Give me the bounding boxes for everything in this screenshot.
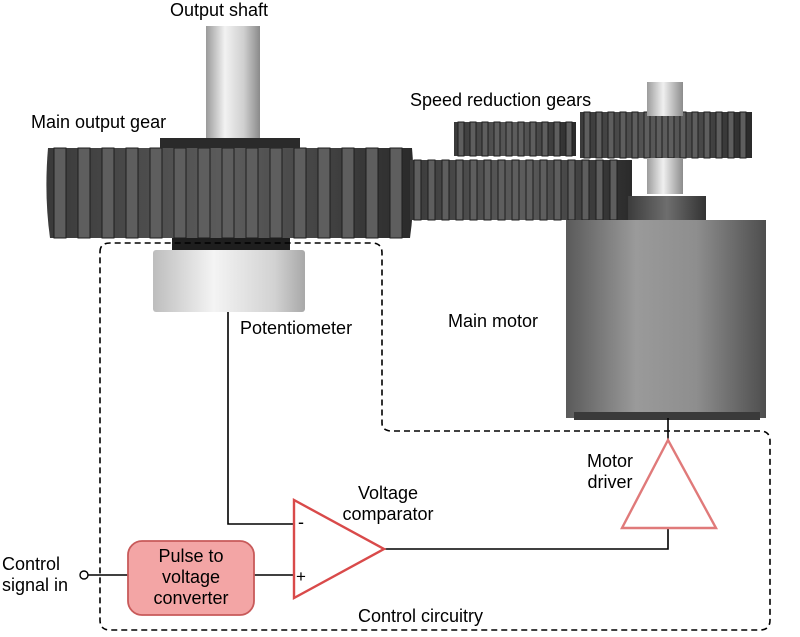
pulse-converter-label-line3: converter <box>153 588 229 608</box>
gear-tooth <box>583 111 591 159</box>
motor-driver <box>620 437 719 530</box>
gear-tooth <box>481 121 489 157</box>
comparator-to-driver-wire <box>384 528 669 550</box>
comparator-minus-sign: - <box>298 512 304 532</box>
output-shaft <box>206 26 260 146</box>
gear-tooth <box>427 159 436 221</box>
gear-tooth <box>197 147 211 239</box>
gear-tooth <box>173 147 187 239</box>
gear-tooth <box>505 121 513 157</box>
gear-tooth <box>125 147 139 239</box>
gear-tooth <box>703 111 711 159</box>
gear-tooth <box>389 147 403 239</box>
gear-tooth <box>739 111 747 159</box>
gear-tooth <box>221 147 235 239</box>
gear-tooth <box>679 111 687 159</box>
gear-tooth <box>365 147 379 239</box>
gear-tooth <box>511 159 520 221</box>
gear-tooth <box>517 121 525 157</box>
gear-tooth <box>269 147 283 239</box>
gear-tooth <box>441 159 450 221</box>
gear-tooth <box>619 111 627 159</box>
pulse-converter-label: Pulse to voltage converter <box>128 546 254 609</box>
control-signal-label-line2: signal in <box>2 575 69 595</box>
gear-tooth <box>483 159 492 221</box>
gear-tooth <box>469 121 477 157</box>
gear-tooth <box>595 111 603 159</box>
gear-tooth <box>341 147 355 239</box>
gear-tooth <box>607 111 615 159</box>
speed-reduction-gears-label: Speed reduction gears <box>410 90 592 110</box>
gear-tooth <box>469 159 478 221</box>
main-motor-label: Main motor <box>448 311 539 331</box>
main-output-gear <box>46 138 414 239</box>
gear-tooth <box>541 121 549 157</box>
pulse-converter-label-line2: voltage <box>161 567 221 587</box>
gear-tooth <box>595 159 604 221</box>
gear-tooth <box>457 121 465 157</box>
gear-tooth <box>77 147 91 239</box>
gear-tooth <box>691 111 699 159</box>
gear-tooth <box>493 121 501 157</box>
potentiometer-wire <box>227 312 300 525</box>
motor-shaft-lower <box>647 158 683 194</box>
gear-tooth <box>525 159 534 221</box>
control-circuitry-label: Control circuitry <box>358 606 484 626</box>
gear-tooth <box>101 147 115 239</box>
gear-tooth <box>715 111 723 159</box>
gear-tooth <box>565 121 573 157</box>
gear-tooth <box>667 111 675 159</box>
comparator-plus-sign: + <box>296 567 306 586</box>
motor-driver-label: Motor driver <box>566 451 654 493</box>
voltage-comparator <box>292 497 387 601</box>
gear-tooth <box>631 111 639 159</box>
gear-tooth <box>655 111 663 159</box>
potentiometer-label: Potentiometer <box>240 318 353 338</box>
speed-reduction-gears <box>410 82 752 221</box>
gear-tooth <box>727 111 735 159</box>
control-signal-label: Control signal in <box>2 554 68 596</box>
gear-tooth <box>497 159 506 221</box>
gear-tooth <box>539 159 548 221</box>
voltage-comparator-label: Voltage comparator <box>330 483 446 525</box>
gear-tooth <box>581 159 590 221</box>
pulse-to-voltage-converter <box>127 540 255 616</box>
voltage-comparator-label-line1: Voltage <box>357 483 419 503</box>
gear-tooth <box>245 147 259 239</box>
gear-tooth <box>317 147 331 239</box>
output-shaft-label: Output shaft <box>170 0 269 20</box>
control-signal-label-line1: Control <box>2 554 61 574</box>
gear-tooth <box>567 159 576 221</box>
gear-tooth <box>455 159 464 221</box>
gear-tooth <box>413 159 422 221</box>
motor-driver-label-line1: Motor <box>586 451 633 471</box>
motor-shaft <box>647 82 683 116</box>
motor-driver-label-line2: driver <box>587 472 633 492</box>
gear-tooth <box>643 111 651 159</box>
voltage-comparator-label-line2: comparator <box>342 504 434 524</box>
gear-tooth <box>53 147 67 239</box>
gear-tooth <box>553 159 562 221</box>
gear-tooth <box>529 121 537 157</box>
gear-tooth <box>553 121 561 157</box>
gear-tooth <box>149 147 163 239</box>
control-signal-terminal <box>79 570 89 580</box>
main-output-gear-label: Main output gear <box>31 112 167 132</box>
gear-tooth <box>609 159 618 221</box>
main-motor <box>566 196 766 420</box>
gear-tooth <box>293 147 307 239</box>
potentiometer <box>153 238 305 312</box>
pulse-converter-label-line1: Pulse to <box>158 546 224 566</box>
